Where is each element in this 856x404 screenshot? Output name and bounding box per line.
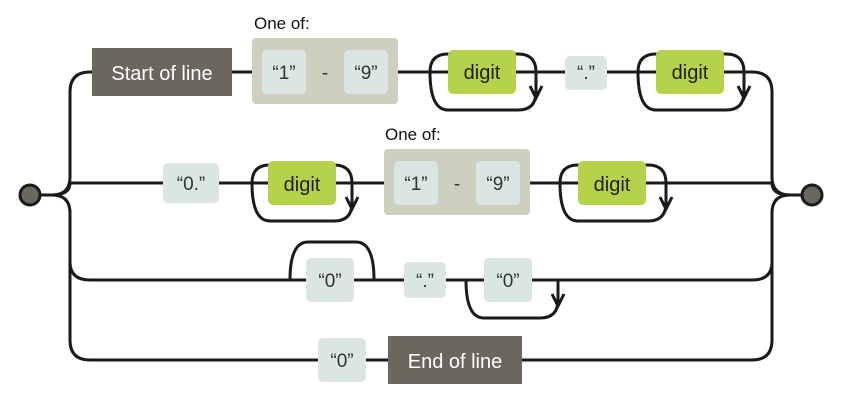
left-branch-bottom: [51, 193, 91, 362]
row2-digit-b-arrow: [658, 196, 674, 213]
end-of-line-label: End of line: [408, 351, 503, 373]
end-terminal: [800, 183, 824, 207]
end-of-line-box: [388, 336, 522, 384]
row1-dot-box: [565, 56, 607, 90]
start-terminal: [18, 183, 42, 207]
row1-range-dash: -: [322, 63, 328, 84]
row3-zero-box: [306, 258, 354, 302]
row1-digit-a: digit: [464, 62, 501, 84]
row3-zero-bypass: [288, 240, 376, 281]
row3-zero-arrow: [550, 293, 566, 310]
loop-arrows: [344, 85, 752, 310]
row1-digit-a-box: [448, 50, 516, 94]
row2-digit-b: digit: [594, 174, 631, 196]
row4-zero-box: [318, 338, 366, 382]
row2-one-of-label: One of:: [385, 125, 441, 144]
row3-zero: “0”: [318, 271, 341, 292]
row3-dot: “.”: [416, 271, 434, 292]
left-branch-row3: [68, 210, 91, 282]
row1-digit-b: digit: [672, 62, 709, 84]
row1-digit-b-arrow: [736, 85, 752, 102]
start-of-line-label: Start of line: [111, 63, 212, 85]
row2-range-from: “1”: [404, 174, 427, 195]
row1-range-to: “9”: [354, 63, 377, 84]
row4-zero: “0”: [330, 351, 353, 372]
row3-zero-repeat: “0”: [496, 271, 519, 292]
row1-dot: “.”: [577, 63, 595, 84]
right-branch-bottom: [751, 193, 791, 362]
row1-range-to-box: [344, 50, 388, 94]
row3-dot-box: [404, 262, 446, 298]
row1-range-from-box: [262, 50, 306, 94]
row2-digit-a-box: [268, 161, 336, 205]
row2-range-to-box: [476, 161, 520, 205]
row1-one-of-label: One of:: [254, 14, 310, 33]
row2-digit-a: digit: [284, 174, 321, 196]
row3-zero-repeat-box: [484, 258, 532, 302]
row2-zero-dot: “0.”: [177, 174, 206, 195]
left-branch-top: [35, 70, 91, 197]
start-of-line-box: [92, 48, 232, 96]
row2-digit-a-arrow: [344, 196, 360, 213]
row1-digit-a-arrow: [528, 85, 544, 102]
left-branch-row2: [51, 181, 90, 197]
right-branch-top: [751, 70, 808, 197]
right-branch-row3: [751, 210, 774, 282]
row2-digit-b-box: [578, 161, 646, 205]
row2-zero-dot-box: [163, 163, 219, 203]
row2-range-from-box: [394, 161, 438, 205]
row2-range-dash: -: [454, 174, 460, 195]
row1-digit-b-box: [656, 50, 724, 94]
row1-range-from: “1”: [272, 63, 295, 84]
row2-range-to: “9”: [486, 174, 509, 195]
right-branch-row2: [752, 181, 791, 197]
